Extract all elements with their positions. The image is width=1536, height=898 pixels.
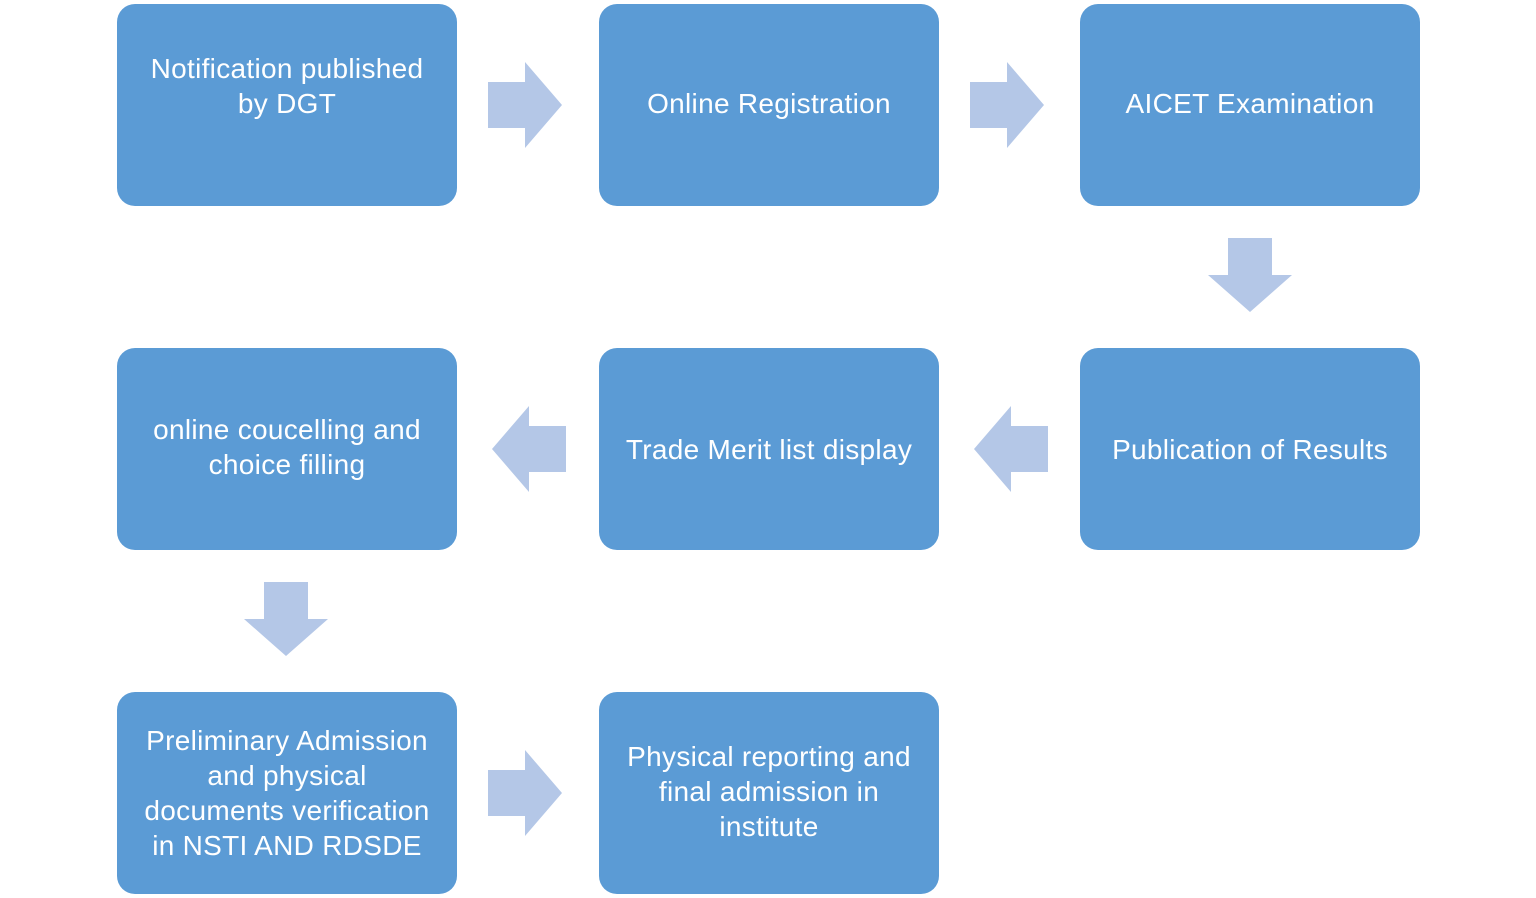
right-arrow-icon — [488, 750, 562, 836]
right-arrow-icon — [970, 62, 1044, 148]
left-arrow-icon — [974, 406, 1048, 492]
down-arrow-icon — [1208, 238, 1292, 312]
step-registration-label: Online Registration — [647, 87, 891, 119]
step-examination-label: AICET Examination — [1125, 87, 1375, 119]
step-examination-box: AICET Examination — [1080, 4, 1420, 206]
right-arrow-icon — [488, 62, 562, 148]
down-arrow-icon — [244, 582, 328, 656]
left-arrow-icon — [492, 406, 566, 492]
step-results-label: Publication of Results — [1112, 433, 1388, 465]
step-merit-list-label: Trade Merit list display — [625, 433, 913, 465]
step-registration-box: Online Registration — [599, 4, 939, 206]
step-results-box: Publication of Results — [1080, 348, 1420, 550]
step-merit-list-box: Trade Merit list display — [599, 348, 939, 550]
